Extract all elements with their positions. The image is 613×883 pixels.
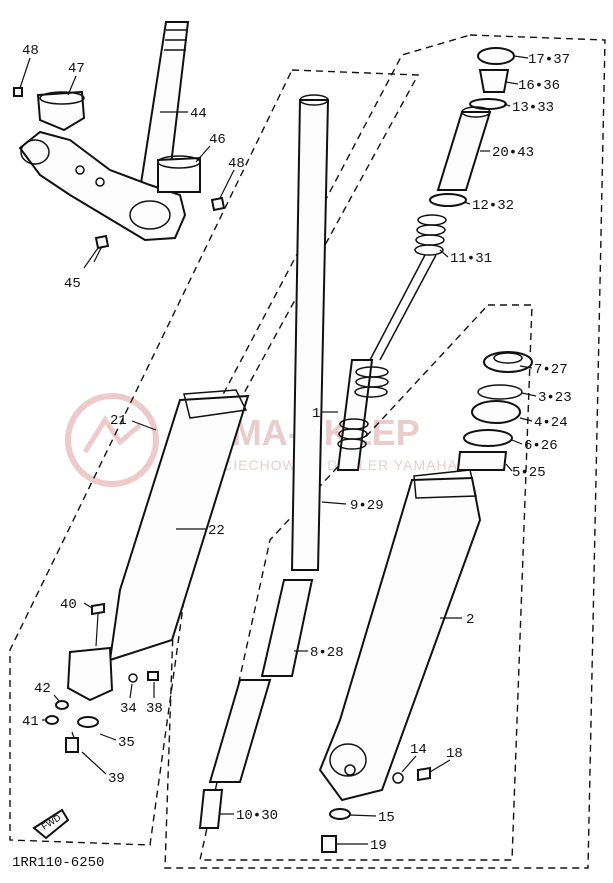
label-40: 40	[60, 597, 77, 613]
bolt-48-clamp	[210, 196, 226, 212]
label-1: 1	[312, 406, 320, 422]
left-outer-tube-assembly	[45, 389, 250, 753]
label-16-36: 16•36	[518, 78, 560, 94]
label-18: 18	[446, 746, 463, 762]
handlebar-clamp-46	[157, 156, 201, 193]
label-4-24: 4•24	[534, 415, 568, 431]
outer-tube-subgroup-outline	[199, 304, 533, 861]
rebound-spring-coils	[337, 366, 389, 450]
washer-34	[128, 673, 138, 683]
guide-bush-5	[456, 451, 508, 471]
right-outer-tube-assembly	[318, 469, 482, 853]
label-6-26: 6•26	[524, 438, 558, 454]
watermark: YAMA-SKLEP WOJCIECHOWICZ DEALER YAMAHA	[65, 393, 458, 487]
oil-seal-4	[471, 400, 521, 424]
bolt-48-top	[13, 87, 23, 97]
label-46: 46	[209, 132, 226, 148]
cap-17	[477, 47, 515, 65]
bolt-18	[417, 766, 431, 782]
label-34: 34	[120, 701, 137, 717]
washer-35	[77, 716, 99, 728]
part-labels: 48 47 44 46 48 45 17•37 16•36 13•33 20•4…	[22, 43, 572, 854]
axle-holder	[66, 646, 114, 702]
slide-bush-10	[198, 789, 224, 829]
label-15: 15	[378, 810, 395, 826]
label-9-29: 9•29	[350, 498, 384, 514]
nut-42	[55, 700, 69, 710]
label-47: 47	[68, 61, 85, 77]
watermark-subtitle: WOJCIECHOWICZ DEALER YAMAHA	[188, 457, 458, 473]
label-8-28: 8•28	[310, 645, 344, 661]
washer-14	[392, 772, 404, 784]
label-21: 21	[110, 413, 127, 429]
label-7-27: 7•27	[534, 362, 568, 378]
washer-15	[329, 808, 351, 820]
steering-stem-assembly	[13, 21, 226, 263]
label-38: 38	[146, 701, 163, 717]
spacer-20	[436, 111, 492, 191]
bolt-39	[65, 737, 79, 753]
fork-bottom-case-lower	[208, 679, 272, 783]
dust-seal-7	[483, 351, 533, 373]
outer-tube-8	[260, 579, 314, 677]
inner-tube-9	[290, 99, 330, 571]
label-2: 2	[466, 612, 474, 628]
label-14: 14	[410, 742, 427, 758]
bolt-19	[321, 835, 337, 853]
cap-bolt-16	[478, 69, 510, 93]
label-45: 45	[64, 276, 81, 292]
clip-3	[477, 384, 523, 400]
label-35: 35	[118, 735, 135, 751]
label-20-43: 20•43	[492, 145, 534, 161]
label-13-33: 13•33	[512, 100, 554, 116]
label-3-23: 3•23	[538, 390, 572, 406]
label-39: 39	[108, 771, 125, 787]
bolt-45	[94, 234, 110, 250]
diagram-code: 1RR110-6250	[12, 855, 104, 871]
watermark-logo	[65, 393, 159, 487]
bolt-38	[147, 671, 159, 681]
washer-6	[463, 429, 513, 447]
label-19: 19	[370, 838, 387, 854]
fork-spring-11	[369, 214, 447, 361]
label-5-25: 5•25	[512, 465, 546, 481]
label-42: 42	[34, 681, 51, 697]
washer-12	[429, 193, 467, 207]
label-17-37: 17•37	[528, 52, 570, 68]
upper-bracket-47	[36, 90, 86, 132]
label-11-31: 11•31	[450, 251, 492, 267]
label-12-32: 12•32	[472, 198, 514, 214]
label-41: 41	[22, 714, 39, 730]
leader-lines	[19, 55, 537, 845]
right-leg-group-outline	[164, 34, 606, 869]
forward-arrow: FWD	[32, 808, 70, 840]
label-48-clamp: 48	[228, 156, 245, 172]
label-48-top: 48	[22, 43, 39, 59]
inner-tube-group-outline	[9, 69, 420, 846]
inner-tube-assembly	[198, 94, 389, 829]
washer-41	[45, 715, 59, 725]
label-10-30: 10•30	[236, 808, 278, 824]
label-44: 44	[190, 106, 207, 122]
spring-cap-column	[369, 47, 515, 361]
label-22: 22	[208, 523, 225, 539]
outer-tube-22	[108, 394, 250, 662]
bolt-40	[91, 602, 105, 616]
seal-stack	[456, 351, 533, 471]
